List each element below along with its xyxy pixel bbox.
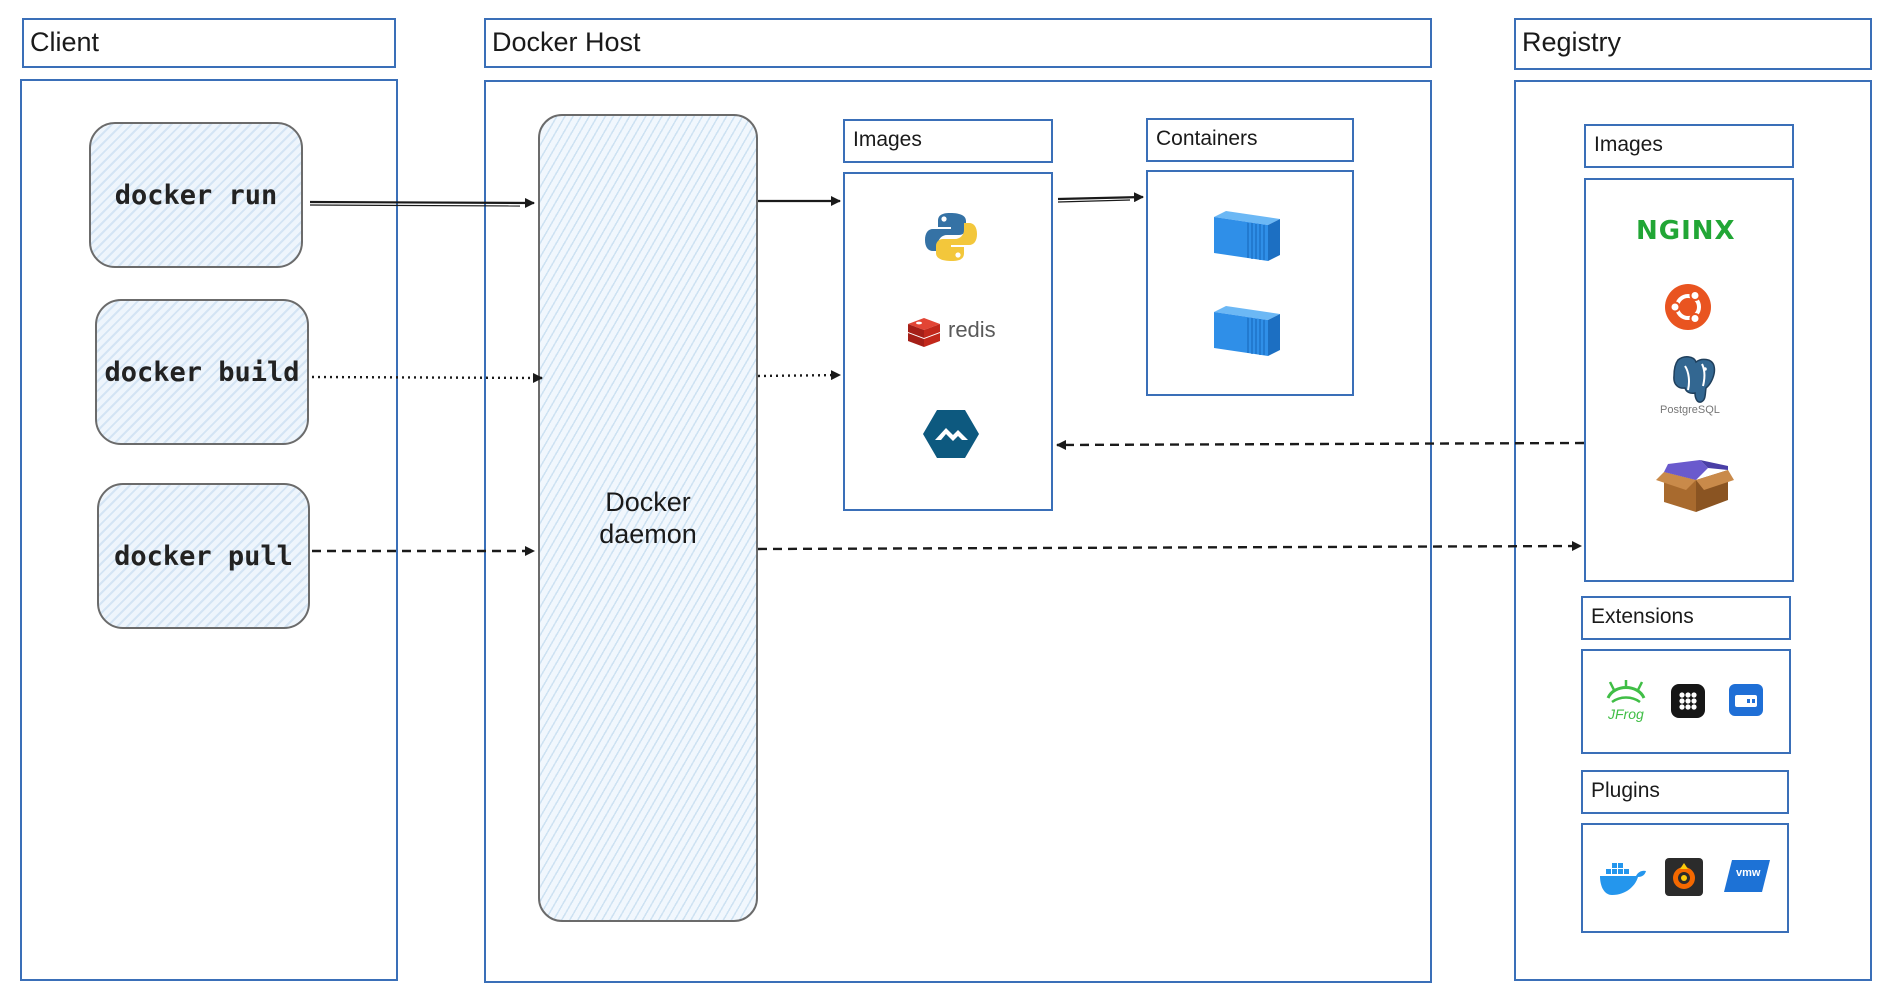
extensions-header: Extensions <box>1581 596 1791 640</box>
redis-label: redis <box>948 317 996 342</box>
plugins-header: Plugins <box>1581 770 1789 814</box>
jfrog-label: JFrog <box>1608 706 1644 722</box>
containers-header: Containers <box>1146 118 1354 162</box>
grid-app-icon[interactable] <box>1670 683 1706 719</box>
docker-pull-command[interactable]: docker pull <box>97 483 310 629</box>
registry-header: Registry <box>1514 18 1872 70</box>
registry-images-header: Images <box>1584 124 1794 168</box>
alpine-icon[interactable] <box>922 408 980 460</box>
docker-host-header: Docker Host <box>484 18 1432 68</box>
container-icon[interactable] <box>1212 304 1282 358</box>
python-icon[interactable] <box>924 210 978 264</box>
postgresql-label: PostgreSQL <box>1660 404 1720 416</box>
vmware-label: vmw <box>1736 867 1761 879</box>
containers-panel <box>1146 170 1354 396</box>
postgresql-icon[interactable]: PostgreSQL <box>1654 354 1734 418</box>
grafana-icon[interactable] <box>1664 857 1704 897</box>
package-box-icon[interactable] <box>1656 454 1736 514</box>
docker-whale-icon[interactable] <box>1598 858 1648 898</box>
jfrog-icon[interactable]: JFrog <box>1604 680 1648 724</box>
vmware-icon[interactable]: vmw <box>1722 858 1772 894</box>
daemon-label-line2: daemon <box>599 519 697 549</box>
nginx-logo[interactable]: NGINX <box>1636 216 1744 250</box>
ubuntu-icon[interactable] <box>1664 283 1712 331</box>
docker-run-command[interactable]: docker run <box>89 122 303 268</box>
daemon-label-line1: Docker <box>605 487 691 517</box>
redis-icon[interactable]: redis <box>906 314 1026 354</box>
nginx-label: NGINX <box>1636 216 1736 246</box>
client-header: Client <box>22 18 396 68</box>
container-icon[interactable] <box>1212 209 1282 263</box>
host-images-header: Images <box>843 119 1053 163</box>
disk-icon[interactable] <box>1728 683 1764 717</box>
host-images-panel <box>843 172 1053 511</box>
docker-build-command[interactable]: docker build <box>95 299 309 445</box>
